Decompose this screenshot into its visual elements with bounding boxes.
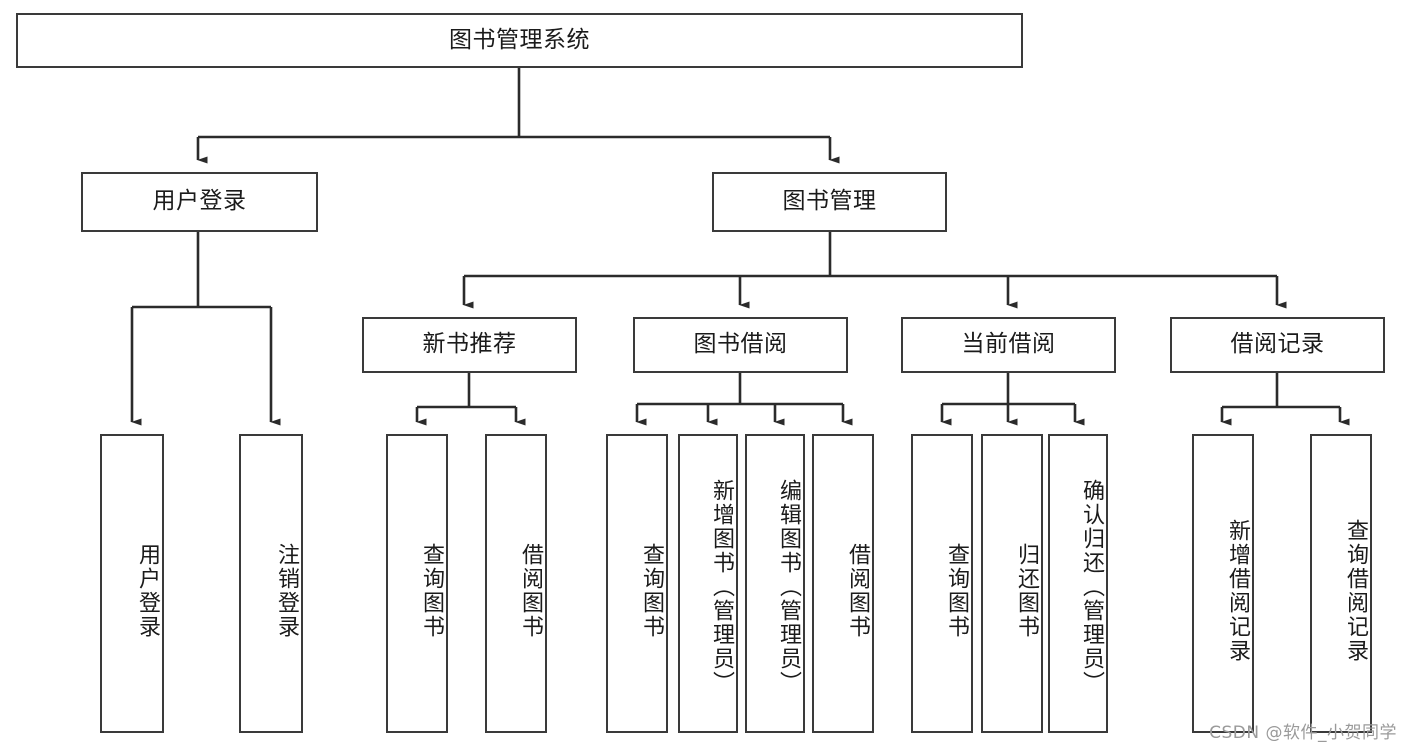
node-book-manage[interactable]: 图书管理 [712, 172, 947, 232]
leaf-add-book[interactable]: 新增图书（管理员） [678, 434, 738, 733]
node-current-borrow[interactable]: 当前借阅 [901, 317, 1116, 373]
node-current-borrow-label: 当前借阅 [961, 331, 1056, 358]
node-book-borrow-label: 图书借阅 [693, 331, 788, 358]
leaf-return-book[interactable]: 归还图书 [981, 434, 1043, 733]
node-book-borrow[interactable]: 图书借阅 [633, 317, 848, 373]
csdn-watermark: CSDN @软件_小贺同学 [1209, 723, 1397, 743]
node-borrow-record-label: 借阅记录 [1230, 331, 1325, 358]
leaf-query-book-recommend[interactable]: 查询图书 [386, 434, 448, 733]
node-new-book-recommend-label: 新书推荐 [422, 331, 517, 358]
node-user-login[interactable]: 用户登录 [81, 172, 318, 232]
leaf-edit-book-label: 编辑图书（管理员） [776, 478, 801, 695]
leaf-query-book-current[interactable]: 查询图书 [911, 434, 973, 733]
leaf-query-borrow-record[interactable]: 查询借阅记录 [1310, 434, 1372, 733]
leaf-confirm-return-label: 确认归还（管理员） [1079, 478, 1104, 695]
leaf-query-borrow-record-label: 查询借阅记录 [1343, 518, 1368, 663]
node-new-book-recommend[interactable]: 新书推荐 [362, 317, 577, 373]
leaf-logout[interactable]: 注销登录 [239, 434, 303, 733]
leaf-add-borrow-record-label: 新增借阅记录 [1225, 518, 1250, 663]
leaf-add-borrow-record[interactable]: 新增借阅记录 [1192, 434, 1254, 733]
leaf-query-book-borrow[interactable]: 查询图书 [606, 434, 668, 733]
node-root[interactable]: 图书管理系统 [16, 13, 1023, 68]
leaf-user-login[interactable]: 用户登录 [100, 434, 164, 733]
leaf-logout-label: 注销登录 [274, 542, 299, 639]
leaf-query-book-borrow-label: 查询图书 [639, 542, 664, 639]
leaf-edit-book[interactable]: 编辑图书（管理员） [745, 434, 805, 733]
node-user-login-label: 用户登录 [152, 188, 247, 215]
leaf-borrow-book-recommend-label: 借阅图书 [518, 542, 543, 639]
leaf-return-book-label: 归还图书 [1014, 542, 1039, 639]
leaf-borrow-book[interactable]: 借阅图书 [812, 434, 874, 733]
node-book-manage-label: 图书管理 [782, 188, 877, 215]
leaf-add-book-label: 新增图书（管理员） [709, 478, 734, 695]
leaf-query-book-current-label: 查询图书 [944, 542, 969, 639]
leaf-confirm-return[interactable]: 确认归还（管理员） [1048, 434, 1108, 733]
leaf-user-login-label: 用户登录 [135, 542, 160, 639]
leaf-query-book-recommend-label: 查询图书 [419, 542, 444, 639]
node-root-label: 图书管理系统 [449, 26, 590, 53]
node-borrow-record[interactable]: 借阅记录 [1170, 317, 1385, 373]
leaf-borrow-book-recommend[interactable]: 借阅图书 [485, 434, 547, 733]
leaf-borrow-book-label: 借阅图书 [845, 542, 870, 639]
